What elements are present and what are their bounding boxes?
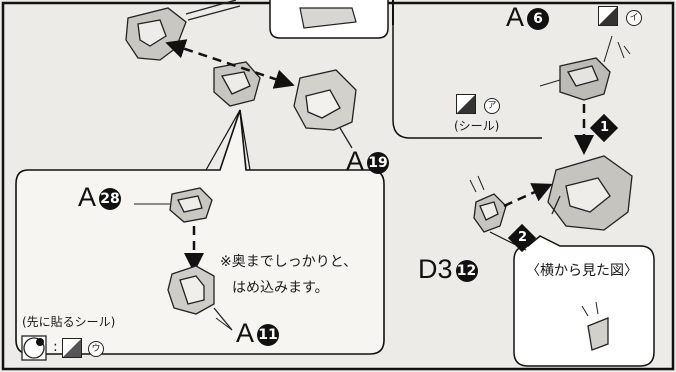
round-sticker-icon: [21, 335, 47, 361]
label-a6-letter: A: [506, 2, 525, 32]
head-part-a19: [293, 69, 357, 149]
label-a28-letter: A: [78, 182, 97, 212]
label-a11-number: 11: [257, 324, 280, 346]
side-view-box: [513, 235, 655, 367]
visor-part-a6: [559, 57, 611, 101]
label-a6-number: 6: [527, 8, 550, 30]
connector-part-top: [213, 61, 261, 107]
step-badge-1-label: 1: [600, 120, 610, 135]
sticker-hint-lines: [617, 41, 631, 59]
top-inset-part: [299, 7, 357, 29]
step-badge-2-label: 2: [518, 230, 528, 245]
label-a19-letter: A: [346, 146, 365, 176]
leader-sticker-i: [603, 35, 613, 63]
step-badge-2: [507, 223, 537, 253]
sticker-swatch-i: [598, 6, 618, 26]
attach-arrow-top: [165, 39, 295, 89]
sticker-swatch-a: [456, 94, 476, 114]
head-part-top-left: [125, 0, 241, 61]
insert-note-line1: ※奥までしっかりと、: [220, 254, 358, 270]
label-a28-number: 28: [99, 188, 122, 210]
step-badge-1: [589, 113, 619, 143]
label-a19-number: 19: [367, 152, 390, 174]
colon-separator: :: [53, 339, 58, 355]
head-part-main: [547, 155, 633, 231]
inset-part-a11: [167, 265, 233, 331]
callout-pointer-left: [205, 109, 241, 171]
sticker-caption: (シール): [454, 119, 500, 133]
insert-note-line2: はめ込みます。: [232, 280, 329, 296]
inset-part-a28: [169, 187, 213, 223]
sticker-mark-i: イ: [626, 10, 642, 26]
part-d3: [469, 175, 507, 233]
leader-sticker-a: [539, 79, 561, 87]
label-a11-letter: A: [236, 318, 255, 348]
sticker-swatch-u: [62, 338, 82, 358]
sticker-mark-u: ウ: [88, 341, 104, 357]
side-view-caption: 〈横から見た図〉: [526, 263, 638, 279]
apply-first-caption: (先に貼るシール): [22, 315, 116, 329]
upper-right-divider: [392, 25, 542, 139]
label-d3-number: 12: [455, 260, 478, 282]
leader-a11: [215, 317, 233, 331]
callout-pointer-right: [239, 109, 251, 171]
side-view-part: [581, 301, 609, 351]
step2-arrow: [503, 183, 553, 208]
sticker-mark-a: ア: [484, 98, 500, 114]
label-d3-letter: D3: [418, 254, 453, 284]
